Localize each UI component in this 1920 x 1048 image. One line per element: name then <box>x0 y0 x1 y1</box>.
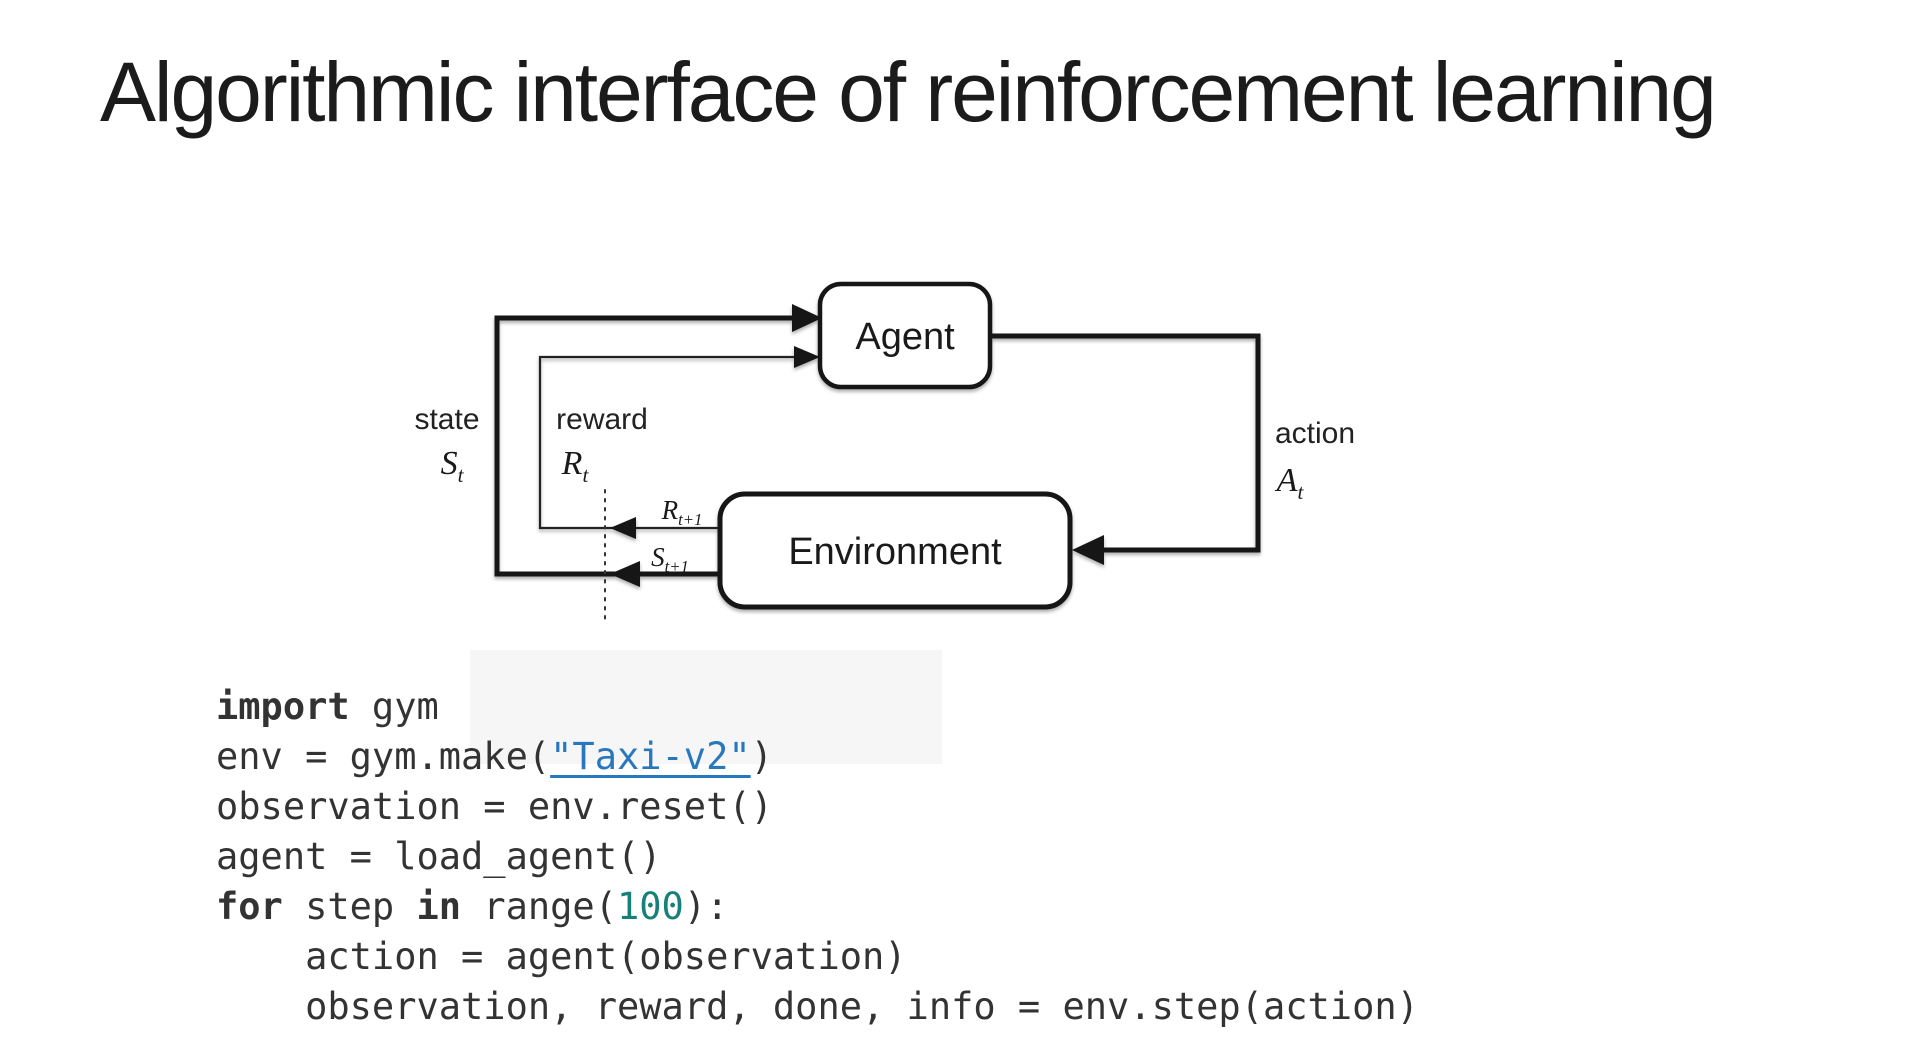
reward-label: reward <box>556 403 648 436</box>
state-next-arrowhead-icon <box>610 561 640 587</box>
code-line: import gym <box>216 682 1419 732</box>
state-label: state <box>414 403 479 436</box>
agent-label: Agent <box>855 316 955 358</box>
code-token: gym <box>349 685 439 728</box>
environment-box <box>717 491 1073 610</box>
action-arrowhead-icon <box>1072 535 1104 565</box>
reward-symbol: Rt <box>561 445 590 487</box>
state-symbol: St <box>441 445 465 487</box>
code-token: action = agent(observation) <box>216 935 907 978</box>
code-line: agent = load_agent() <box>216 832 1419 882</box>
code-token: observation, reward, done, info = env.st… <box>216 985 1419 1028</box>
state-next-symbol: St+1 <box>651 542 689 576</box>
code-line: env = gym.make("Taxi-v2") <box>216 732 1419 782</box>
reward-next-arrowhead-icon <box>610 517 636 539</box>
reward-next-symbol: Rt+1 <box>661 495 703 529</box>
action-label: action <box>1275 417 1355 450</box>
code-token: for <box>216 885 283 928</box>
reward-arrowhead-icon <box>794 346 820 368</box>
code-line: action = agent(observation) <box>216 932 1419 982</box>
code-line: for step in range(100): <box>216 882 1419 932</box>
agent-box <box>817 281 993 390</box>
code-token: in <box>416 885 462 928</box>
code-token: observation = env.reset() <box>216 785 773 828</box>
code-token: ) <box>750 735 773 778</box>
code-token: import <box>216 685 350 728</box>
code-token: agent = load_agent() <box>216 835 662 878</box>
code-token: step <box>282 885 417 928</box>
page-title: Algorithmic interface of reinforcement l… <box>100 45 1717 139</box>
action-wire <box>990 333 1261 553</box>
code-env-id-link[interactable]: "Taxi-v2" <box>550 735 751 778</box>
code-token: ): <box>683 885 729 928</box>
state-arrowhead-icon <box>792 304 822 332</box>
environment-label: Environment <box>788 531 1002 573</box>
code-line: observation, reward, done, info = env.st… <box>216 982 1419 1032</box>
code-token: range( <box>461 885 617 928</box>
code-token: env = gym.make( <box>216 735 551 778</box>
code-line: observation = env.reset() <box>216 782 1419 832</box>
state-wire <box>494 315 812 577</box>
code-token: 100 <box>616 885 684 928</box>
action-symbol: At <box>1275 462 1305 504</box>
